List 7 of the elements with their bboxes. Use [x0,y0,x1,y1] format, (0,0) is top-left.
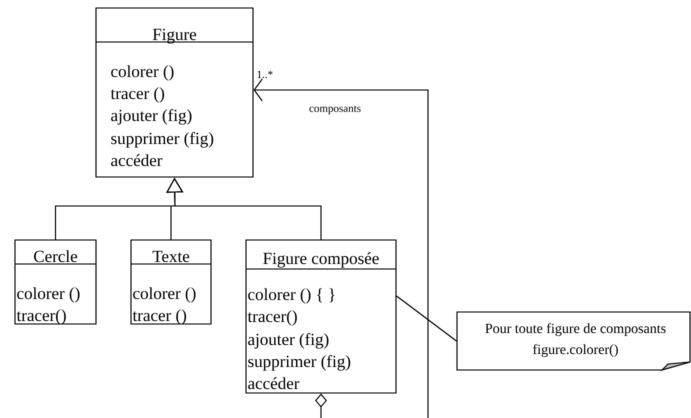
class-box: Figure colorer () tracer () ajouter (fig) supprimer (fig) accéder [95,7,254,178]
class-box: Figure composée colorer () { } tracer() ajouter (fig) supprimer (fig) accéder [245,239,397,394]
class-box: Cercle colorer () tracer() [14,239,97,325]
class-box: Texte colorer () tracer () [130,239,212,325]
composition-arrow [254,78,429,418]
edge-label: composants [309,106,361,114]
leader-line [396,296,457,342]
